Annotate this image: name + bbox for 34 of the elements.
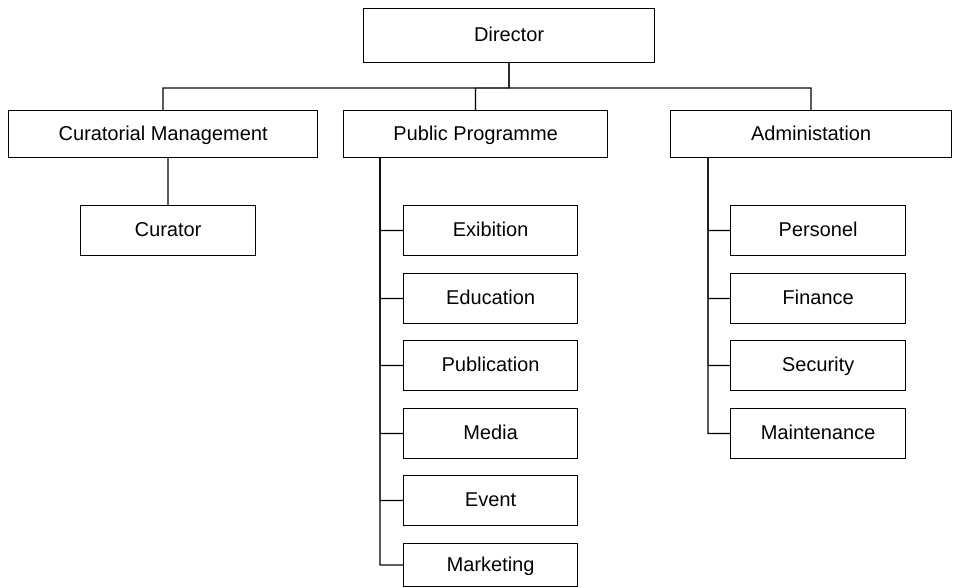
org-box <box>363 8 655 63</box>
org-box <box>403 475 578 526</box>
role-label: Personel <box>778 219 858 242</box>
org-box <box>730 205 906 256</box>
connector-line <box>508 63 812 110</box>
role-label: Security <box>782 354 854 377</box>
org-box <box>730 408 906 459</box>
org-box <box>403 408 578 459</box>
role-label: Director <box>474 24 544 47</box>
org-box <box>730 273 906 324</box>
role-label: Curatorial Management <box>58 122 268 146</box>
role-label: Media <box>463 422 518 445</box>
org-box <box>730 340 906 391</box>
org-box <box>403 543 578 587</box>
role-label: Public Programme <box>393 122 558 146</box>
role-label: Publication <box>442 354 540 377</box>
role-label: Curator <box>134 219 202 242</box>
org-box <box>80 205 256 256</box>
role-label: Education <box>446 287 535 310</box>
role-label: Maintenance <box>760 422 876 445</box>
org-box <box>403 273 578 324</box>
role-label: Marketing <box>446 554 534 576</box>
org-box <box>670 110 952 158</box>
role-label: Exibition <box>452 219 528 242</box>
role-label: Administation <box>750 122 872 146</box>
connector-line <box>707 158 730 434</box>
connector-line <box>379 158 403 566</box>
role-label: Finance <box>782 287 854 310</box>
org-box <box>403 205 578 256</box>
connector-line <box>167 158 169 205</box>
role-label: Event <box>464 489 516 512</box>
org-box <box>343 110 608 158</box>
org-box <box>403 340 578 391</box>
org-box <box>8 110 318 158</box>
